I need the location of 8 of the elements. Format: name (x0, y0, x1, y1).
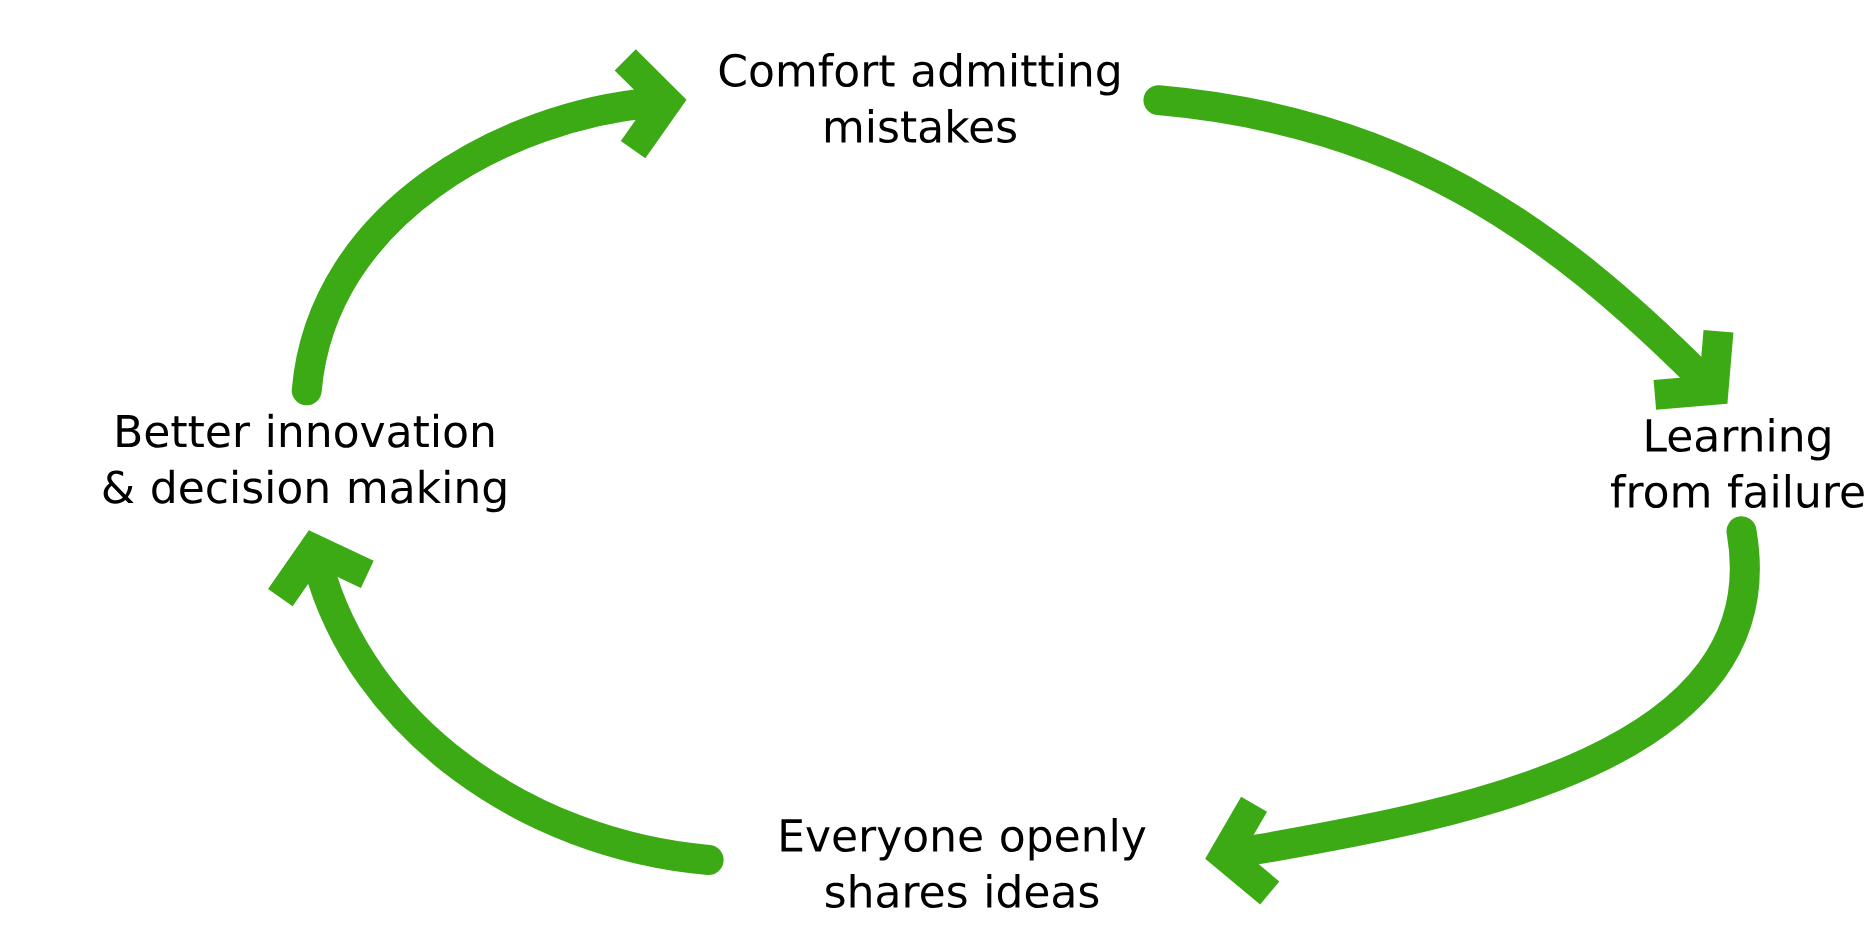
arrow (1205, 516, 1759, 905)
arrow (1143, 85, 1734, 410)
node-label: Everyone openly shares ideas (781, 817, 1146, 908)
arrow (268, 530, 724, 875)
arrow (291, 49, 687, 406)
node-label: Comfort admitting mistakes (719, 52, 1119, 143)
node-label: Learning from failure (1611, 417, 1864, 508)
node-label: Better innovation & decision making (103, 413, 506, 513)
